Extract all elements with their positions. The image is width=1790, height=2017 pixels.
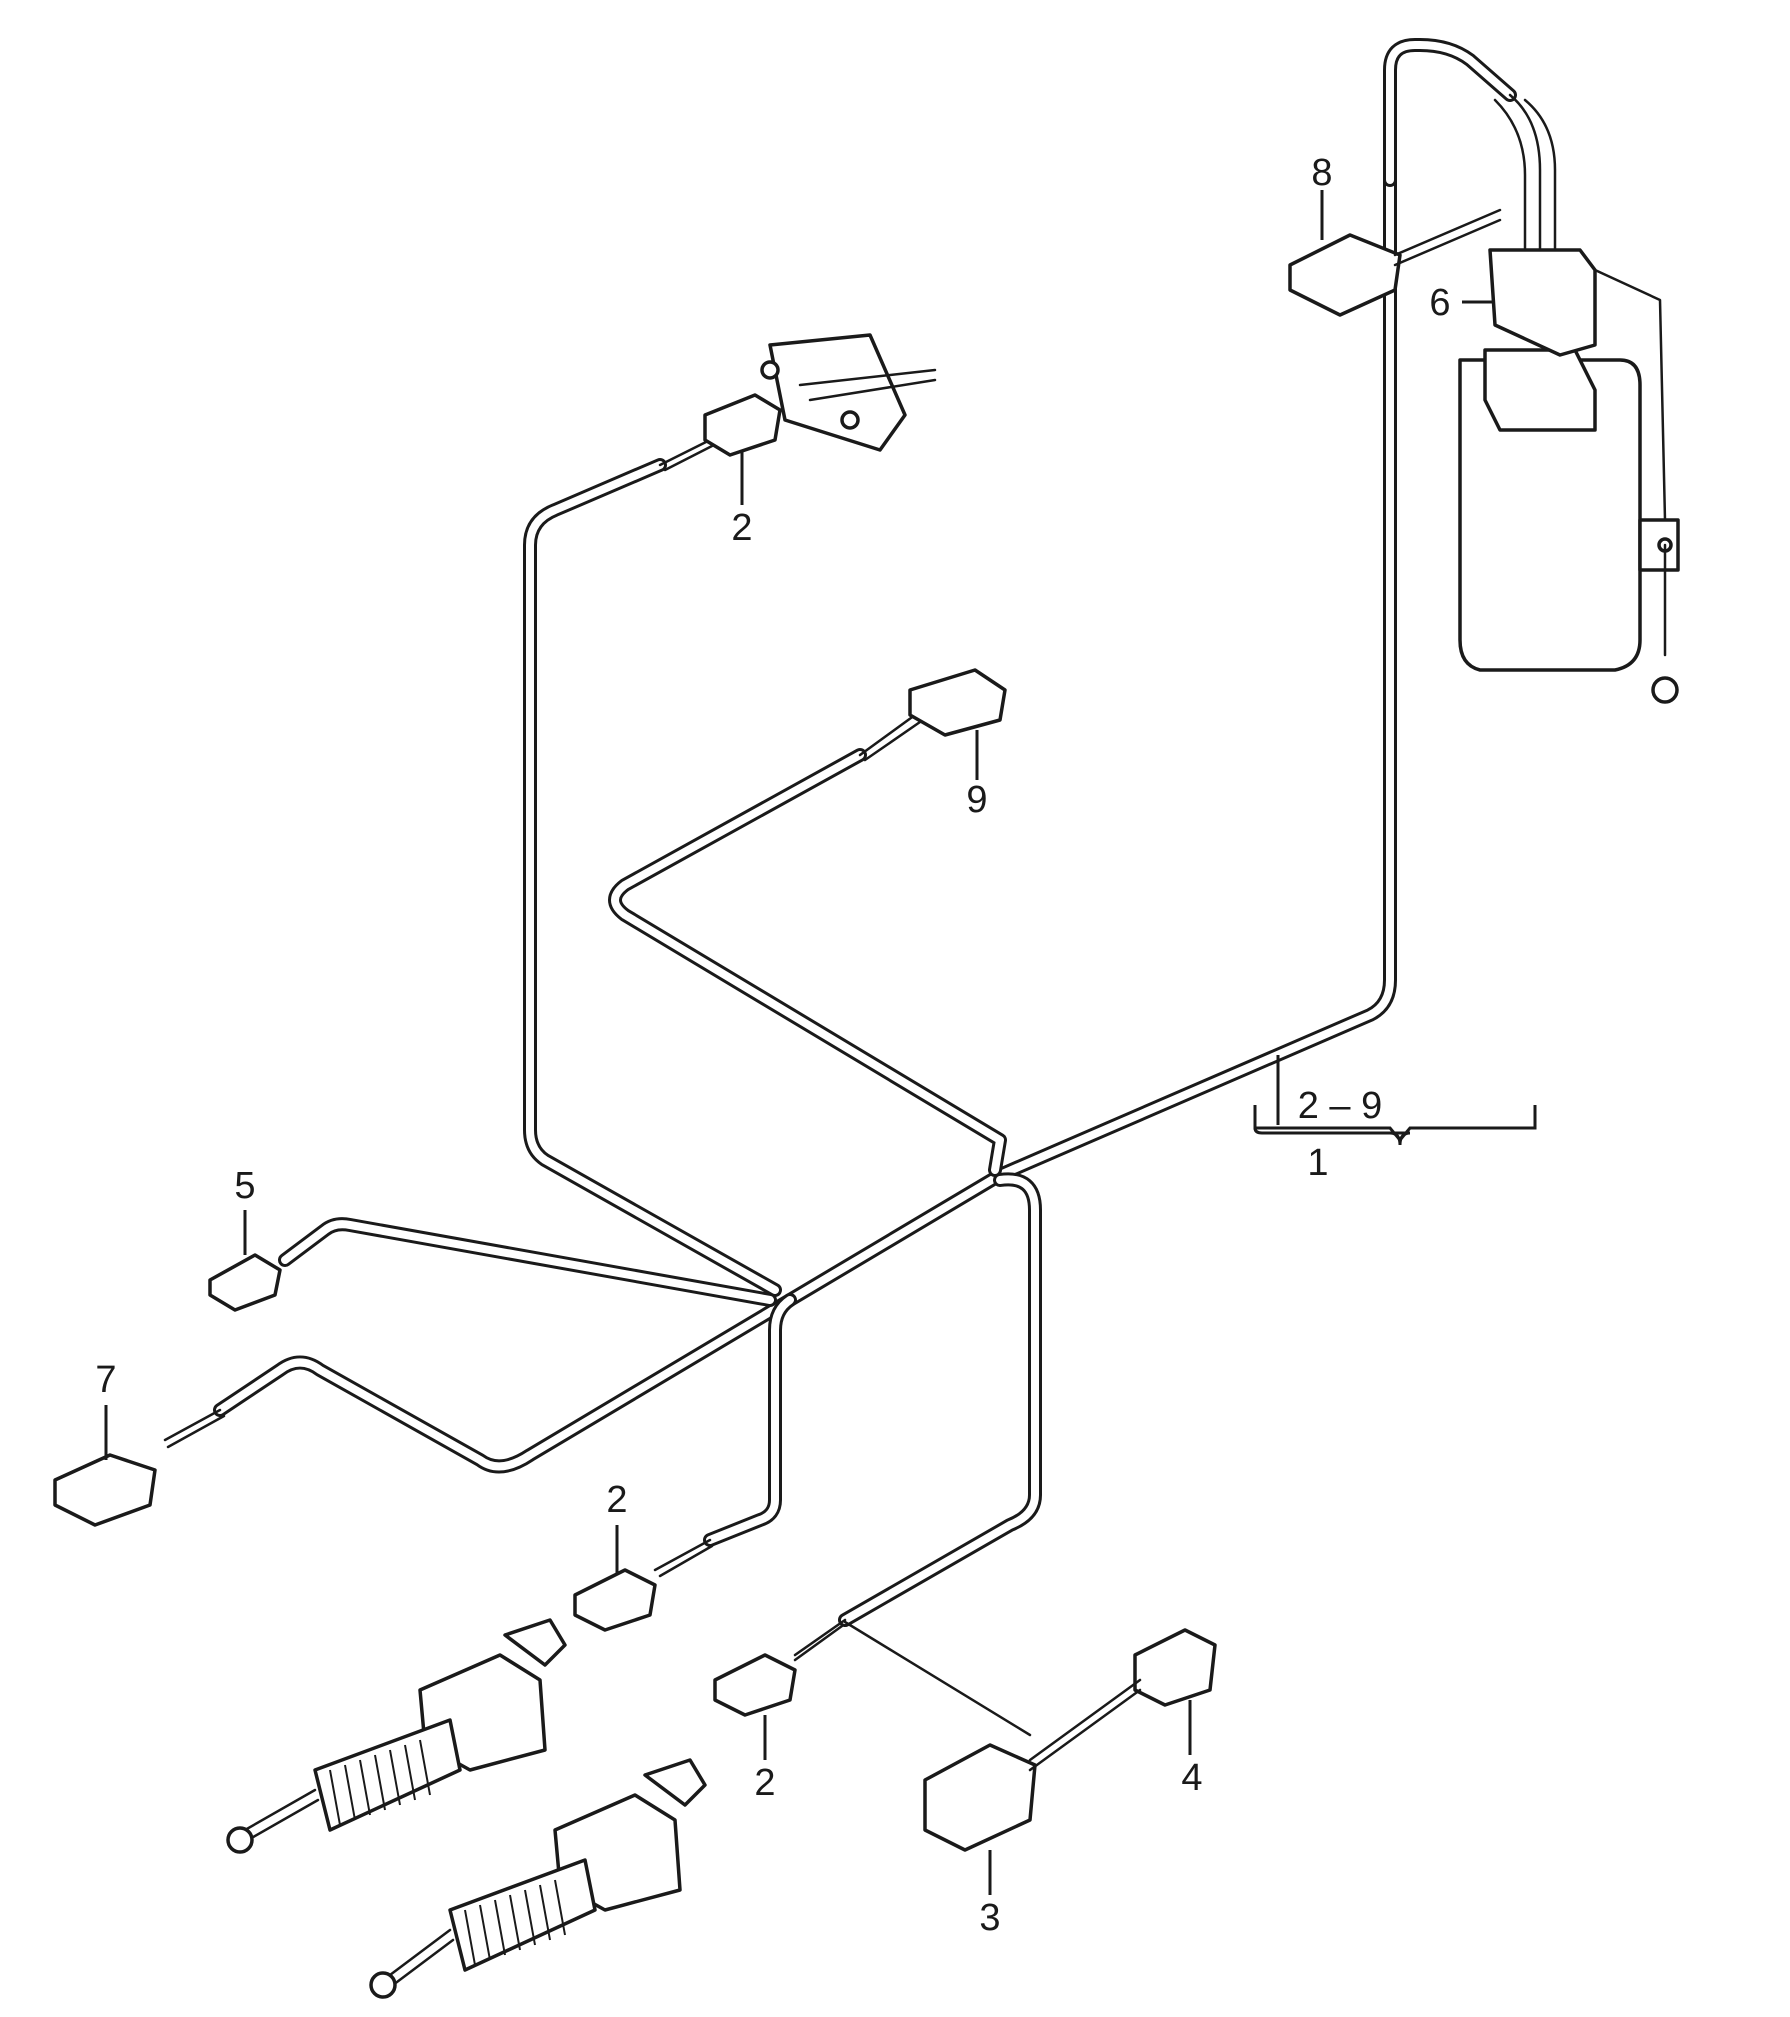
connector-2-low	[713, 1653, 797, 1717]
branch-top-2	[523, 438, 782, 1297]
wire-7	[163, 1408, 226, 1449]
callout-labels: 8 6 2 9 2 – 9 1 5 7 2 2 4 3	[95, 152, 1450, 1939]
pedal-switch-lower	[369, 1758, 707, 1999]
callout-1: 1	[1307, 1142, 1328, 1184]
main-harness	[213, 38, 1517, 1474]
callout-2-mid: 2	[606, 1479, 627, 1521]
callout-range-2-9: 2 – 9	[1298, 1085, 1383, 1127]
connector-3	[923, 1743, 1037, 1852]
callout-5: 5	[234, 1165, 255, 1207]
callout-2-low: 2	[754, 1762, 775, 1804]
connector-8	[1288, 208, 1502, 317]
connector-2-top	[703, 393, 782, 457]
top-switch	[760, 333, 937, 452]
callout-6: 6	[1429, 282, 1450, 324]
branch-lower	[793, 1172, 1042, 1737]
callout-8: 8	[1311, 152, 1332, 194]
control-module	[1458, 348, 1680, 704]
callout-3: 3	[979, 1897, 1000, 1939]
connector-7	[53, 1453, 157, 1527]
connector-9	[908, 668, 1007, 737]
connector-4	[1028, 1628, 1217, 1772]
wire-5	[278, 1217, 777, 1307]
branch-9	[608, 713, 1007, 1177]
leaders	[104, 190, 1537, 1895]
callout-2-top: 2	[731, 507, 752, 549]
connector-2-mid	[573, 1568, 657, 1632]
connector-6	[1488, 93, 1667, 522]
callout-7: 7	[95, 1359, 116, 1401]
branch-mid-2	[653, 1293, 797, 1578]
pedal-switch-upper	[226, 1618, 567, 1854]
callout-9: 9	[966, 779, 987, 821]
connector-5	[208, 1253, 282, 1312]
callout-4: 4	[1181, 1757, 1202, 1799]
